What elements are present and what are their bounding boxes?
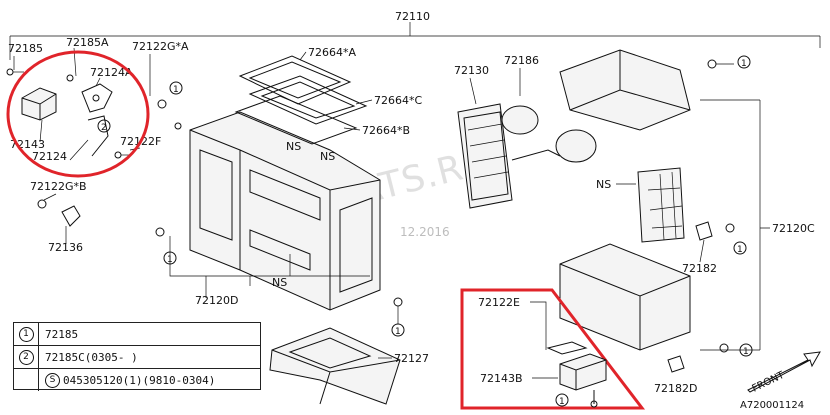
blower-motor-72186 xyxy=(501,105,597,163)
callout-1-triangle: 1 xyxy=(555,393,569,407)
label-ns-1: NS xyxy=(286,140,301,153)
legend-text: 72185C(0305- ) xyxy=(45,350,138,364)
label-72122e: 72122E xyxy=(478,296,520,309)
blower-case-upper xyxy=(559,49,691,131)
label-72185: 72185 xyxy=(8,42,43,55)
label-72664b: 72664*B xyxy=(362,124,410,137)
legend-text: 045305120(1)(9810-0304) xyxy=(63,373,216,387)
label-front: FRONT xyxy=(750,369,786,394)
label-72122ga: 72122G*A xyxy=(132,40,189,53)
label-ns-3: NS xyxy=(272,276,287,289)
callout-1-mid-b: 1 xyxy=(391,323,405,337)
legend-text: 72185 xyxy=(45,327,79,341)
highlight-triangle-bottom xyxy=(460,288,646,410)
label-72182: 72182 xyxy=(682,262,717,275)
actuator-72143b xyxy=(559,353,607,391)
svg-text:2: 2 xyxy=(101,123,107,133)
svg-text:1: 1 xyxy=(395,327,401,337)
lever-72124a xyxy=(81,83,113,113)
label-72122gb: 72122G*B xyxy=(30,180,87,193)
highlight-circle-left xyxy=(6,50,150,178)
label-72127: 72127 xyxy=(394,352,429,365)
screw-triangle xyxy=(590,390,598,408)
label-72664c: 72664*C xyxy=(374,94,422,107)
label-72124: 72124 xyxy=(32,150,67,163)
figure-id: A720001124 xyxy=(740,400,805,411)
filter-frame-72664b xyxy=(234,95,358,145)
filter-frame-72664c xyxy=(248,75,368,125)
svg-text:1: 1 xyxy=(743,347,749,357)
callout-1-right-mid: 1 xyxy=(733,241,747,255)
callout-2-left: 2 xyxy=(97,119,111,133)
legend-row: 2 72185C(0305- ) xyxy=(14,346,260,369)
screw-bottom-right xyxy=(719,343,729,353)
link-72124 xyxy=(87,115,109,157)
label-72124a: 72124A xyxy=(90,66,133,79)
front-arrow-icon xyxy=(747,351,821,393)
screw-mid xyxy=(393,297,403,324)
svg-text:1: 1 xyxy=(173,85,179,95)
svg-text:1: 1 xyxy=(741,59,747,69)
heater-case-72120d xyxy=(189,111,381,311)
svg-text:1: 1 xyxy=(167,255,173,265)
legend-row: 1 72185 xyxy=(14,323,260,346)
filter-frame-72664a xyxy=(238,55,352,105)
label-72185a: 72185A xyxy=(66,36,109,49)
legend-marker: 1 xyxy=(18,326,34,342)
label-72664a: 72664*A xyxy=(308,46,356,59)
label-72143b: 72143B xyxy=(480,372,523,385)
legend-marker: S xyxy=(45,372,60,388)
legend-marker: 2 xyxy=(18,349,34,365)
duct-72127 xyxy=(269,327,401,405)
label-72130: 72130 xyxy=(454,64,489,77)
callout-1-right-bottom: 1 xyxy=(739,343,753,357)
connector-72122e xyxy=(546,341,588,355)
assembly-bracket xyxy=(9,22,821,60)
filter-element xyxy=(637,167,685,243)
clip-72182d xyxy=(667,355,685,373)
blower-case-lower xyxy=(559,243,691,351)
svg-text:1: 1 xyxy=(559,397,565,407)
label-ns-4: NS xyxy=(596,178,611,191)
actuator-72143 xyxy=(21,87,57,121)
callout-1-left: 1 xyxy=(169,81,183,95)
label-72120c: 72120C xyxy=(772,222,815,235)
heater-core-72130 xyxy=(457,103,513,209)
label-72182d: 72182D xyxy=(654,382,697,395)
label-72136: 72136 xyxy=(48,241,83,254)
watermark-date: 12.2016 xyxy=(400,225,450,239)
screw-top-right xyxy=(707,59,734,69)
label-72120d: 72120D xyxy=(195,294,238,307)
label-72186: 72186 xyxy=(504,54,539,67)
svg-text:1: 1 xyxy=(737,245,743,255)
callout-1-right-top: 1 xyxy=(737,55,751,69)
label-ns-2: NS xyxy=(320,150,335,163)
label-72110: 72110 xyxy=(395,10,430,23)
clip-72182 xyxy=(695,221,735,241)
callout-1-mid-a: 1 xyxy=(163,251,177,265)
